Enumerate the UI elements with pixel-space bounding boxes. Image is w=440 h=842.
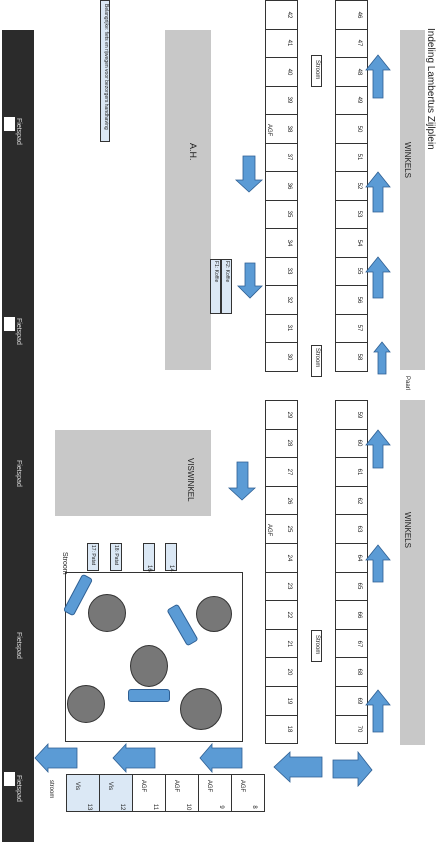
arrow-down-icon xyxy=(234,155,264,193)
arrow-up-icon xyxy=(365,544,391,583)
stall-cell: 33 xyxy=(265,256,298,286)
stall-14 xyxy=(165,543,177,571)
stall-16-label: 16 xyxy=(146,565,152,572)
bottom-stall-cell: AGF 10 xyxy=(165,774,199,812)
stall-cell: 38 xyxy=(265,114,298,144)
bottom-stall-cell: Vis 12 xyxy=(99,774,133,812)
stroom-box xyxy=(311,630,322,662)
arrow-left-icon xyxy=(112,742,156,774)
winkels-block-bottom xyxy=(400,400,425,745)
arrow-up-icon xyxy=(365,171,391,213)
stall-type: Vis xyxy=(106,781,113,790)
koffie-stall-1 xyxy=(210,259,221,314)
stall-cell: 35 xyxy=(265,199,298,229)
patat-18-label: 18: Patat xyxy=(113,545,119,566)
stroom-box xyxy=(311,55,322,87)
stall-number: 8 xyxy=(251,805,258,809)
stall-cell: 47 xyxy=(335,28,368,58)
stall-cell: 53 xyxy=(335,199,368,229)
table-circle xyxy=(88,594,126,632)
patat-stall-17 xyxy=(87,543,99,571)
stall-type: AGF xyxy=(139,779,146,792)
viswinkel-block xyxy=(55,430,211,516)
arrow-up-icon xyxy=(365,256,391,299)
bike-marker xyxy=(4,117,15,131)
stall-cell: 26 xyxy=(265,485,298,516)
stall-cell: 39 xyxy=(265,85,298,115)
table-circle xyxy=(130,645,168,687)
arrow-left-icon xyxy=(34,742,78,774)
stall-cell: 28 xyxy=(265,428,298,459)
patat-stall-18 xyxy=(110,543,122,571)
arrow-up-icon xyxy=(365,689,391,733)
table-circle xyxy=(196,596,232,632)
stroom-bottom-label: stroom xyxy=(48,780,54,799)
arrow-left-icon xyxy=(273,751,323,783)
table-circle xyxy=(180,688,222,730)
stroom-box xyxy=(311,345,322,377)
arrow-left-icon xyxy=(199,742,243,774)
stall-type: AGF xyxy=(172,779,179,792)
stall-cell: 55 xyxy=(335,256,368,286)
koffie-stall-2 xyxy=(221,259,232,314)
stall-cell: 70 xyxy=(335,714,368,745)
stall-number: 9 xyxy=(218,805,225,809)
bike-path-strip xyxy=(2,30,34,842)
table-circle xyxy=(67,685,105,723)
parking-note-box xyxy=(100,0,110,142)
arrow-right-icon xyxy=(332,750,373,788)
stall-type: Vis xyxy=(73,781,80,790)
patat-17-label: 17: Patat xyxy=(90,545,96,566)
stall-type: AGF xyxy=(238,779,245,792)
stall-cell: 22 xyxy=(265,600,298,630)
bike-marker xyxy=(4,772,15,786)
stroom-label-center: Stroom xyxy=(61,552,68,575)
stall-number: 13 xyxy=(86,803,93,811)
stall-number: 12 xyxy=(119,803,126,811)
bottom-stall-cell: Vis 13 xyxy=(66,774,100,812)
bench xyxy=(128,689,170,702)
stall-cell: 52 xyxy=(335,171,368,201)
stall-cell: 69 xyxy=(335,686,368,716)
stall-type: AGF xyxy=(205,779,212,792)
stall-cell: 42 xyxy=(265,0,298,30)
stall-cell: 37 xyxy=(265,142,298,172)
stall-cell: 21 xyxy=(265,628,298,659)
arrow-up-icon xyxy=(365,54,391,99)
stall-cell: 30 xyxy=(265,342,298,372)
stall-cell: 57 xyxy=(335,313,368,343)
stall-cell: 32 xyxy=(265,285,298,315)
stall-cell: 50 xyxy=(335,114,368,144)
stall-16 xyxy=(143,543,155,571)
stall-cell: 63 xyxy=(335,514,368,544)
ah-block xyxy=(165,30,211,370)
stall-cell: 18 xyxy=(265,714,298,745)
arrow-down-icon xyxy=(227,461,257,501)
stall-cell: 19 xyxy=(265,686,298,716)
winkels-block-top xyxy=(400,30,425,370)
stall-cell: 68 xyxy=(335,657,368,687)
stall-cell: 54 xyxy=(335,228,368,258)
bottom-stall-cell: AGF 11 xyxy=(132,774,166,812)
stall-cell: 40 xyxy=(265,57,298,87)
stall-14-label: 14 xyxy=(168,565,174,572)
arrow-up-icon xyxy=(365,429,391,469)
stall-cell: 20 xyxy=(265,657,298,687)
stall-number: 11 xyxy=(152,803,159,810)
stall-number: 10 xyxy=(185,803,192,811)
stall-cell: 51 xyxy=(335,142,368,172)
stall-cell: 31 xyxy=(265,313,298,343)
stall-cell: 65 xyxy=(335,571,368,602)
bottom-stall-cell: AGF 8 xyxy=(231,774,265,812)
stall-cell: 46 xyxy=(335,0,368,30)
bottom-stall-cell: AGF 9 xyxy=(198,774,232,812)
stall-cell: 58 xyxy=(335,342,368,372)
arrow-up-icon xyxy=(373,341,391,375)
stall-cell: 66 xyxy=(335,600,368,630)
arrow-down-icon xyxy=(237,262,263,299)
bike-marker xyxy=(4,317,15,331)
